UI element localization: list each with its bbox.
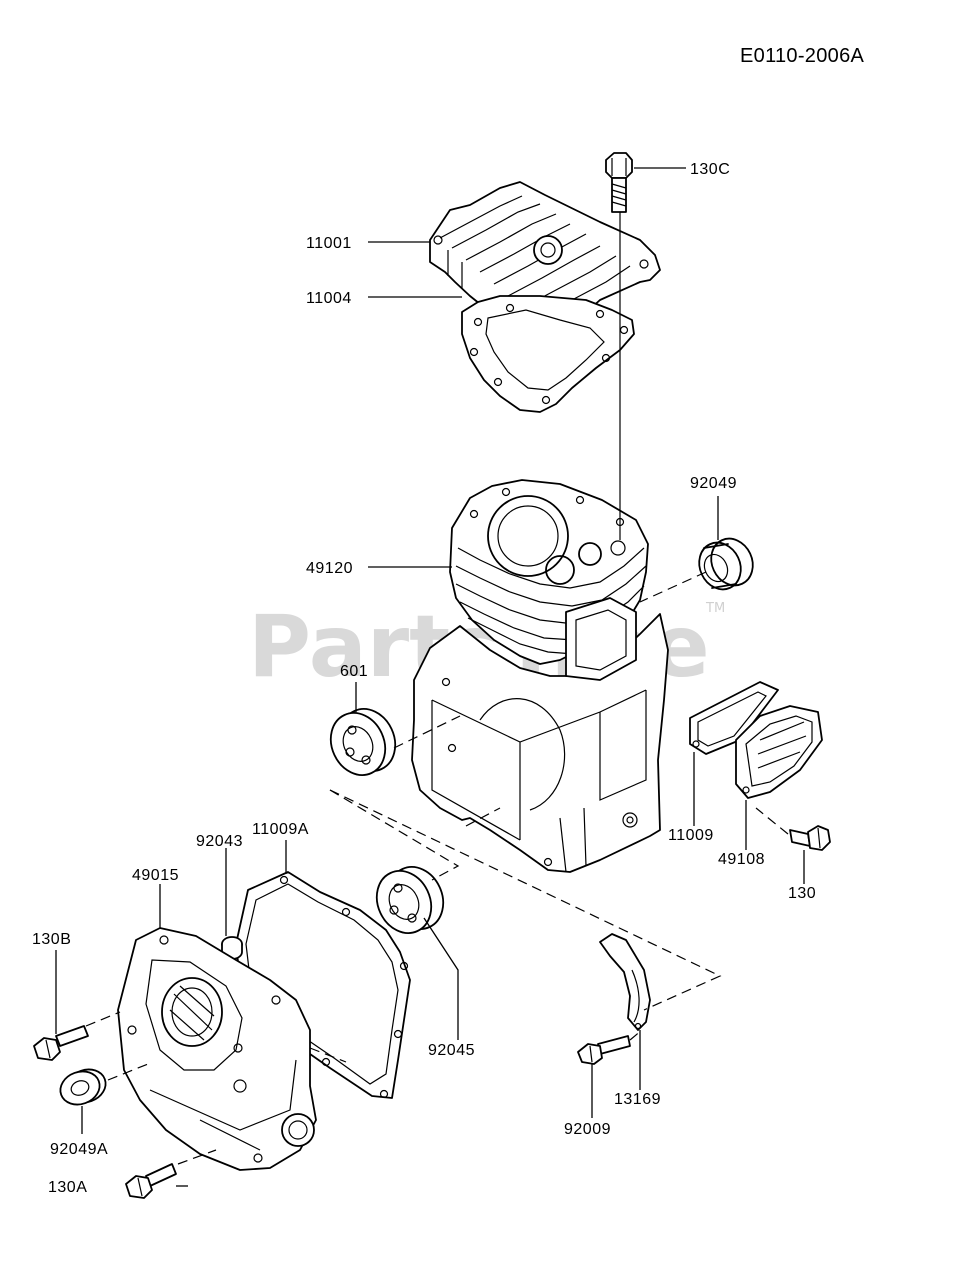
callout-130B[interactable]: 130B [32, 931, 71, 948]
part-130A-bolt[interactable] [125, 1163, 177, 1199]
diagram-code: E0110-2006A [740, 45, 864, 67]
callout-11009[interactable]: 11009 [668, 827, 714, 844]
watermark-trademark: TM [705, 601, 725, 616]
callout-49108[interactable]: 49108 [718, 851, 765, 868]
part-130-bolt[interactable] [789, 825, 831, 851]
part-49015-crankcase-cover[interactable] [117, 927, 317, 1171]
callout-11009A[interactable]: 11009A [252, 821, 309, 838]
callout-130[interactable]: 130 [788, 885, 816, 902]
part-11004-head-gasket[interactable] [461, 295, 635, 413]
part-49108-breather-cover[interactable] [735, 705, 823, 799]
part-92009-screw[interactable] [577, 1035, 631, 1065]
callout-92043[interactable]: 92043 [196, 833, 243, 850]
part-13169-plate[interactable] [599, 933, 651, 1031]
part-92045-ball-bearing[interactable] [367, 858, 453, 942]
callout-130A[interactable]: 130A [48, 1179, 87, 1196]
callout-130C[interactable]: 130C [690, 161, 730, 178]
assembly-lines [85, 212, 789, 1165]
callout-49015[interactable]: 49015 [132, 867, 179, 884]
callout-601[interactable]: 601 [340, 663, 368, 680]
part-130C-bolt[interactable] [605, 152, 633, 213]
leader-lines [55, 167, 805, 1187]
callout-11004[interactable]: 11004 [306, 290, 352, 307]
callout-92009[interactable]: 92009 [564, 1121, 611, 1138]
part-601-ball-bearing[interactable] [321, 700, 405, 784]
callout-92049A[interactable]: 92049A [50, 1141, 108, 1158]
callout-92045[interactable]: 92045 [428, 1042, 475, 1059]
part-92049A-oil-seal[interactable] [56, 1064, 111, 1110]
callout-92049[interactable]: 92049 [690, 475, 737, 492]
callout-11001[interactable]: 11001 [306, 235, 352, 252]
part-92049-oil-seal[interactable] [692, 532, 761, 596]
part-11001-cylinder-head[interactable] [429, 181, 661, 347]
part-49120-cylinder-block[interactable] [411, 479, 669, 873]
part-130B-bolt[interactable] [33, 1025, 89, 1061]
callout-labels: 130C 11001 11004 92049 49120 601 11009A … [32, 161, 816, 1196]
callout-13169[interactable]: 13169 [614, 1091, 661, 1108]
callout-49120[interactable]: 49120 [306, 560, 353, 577]
